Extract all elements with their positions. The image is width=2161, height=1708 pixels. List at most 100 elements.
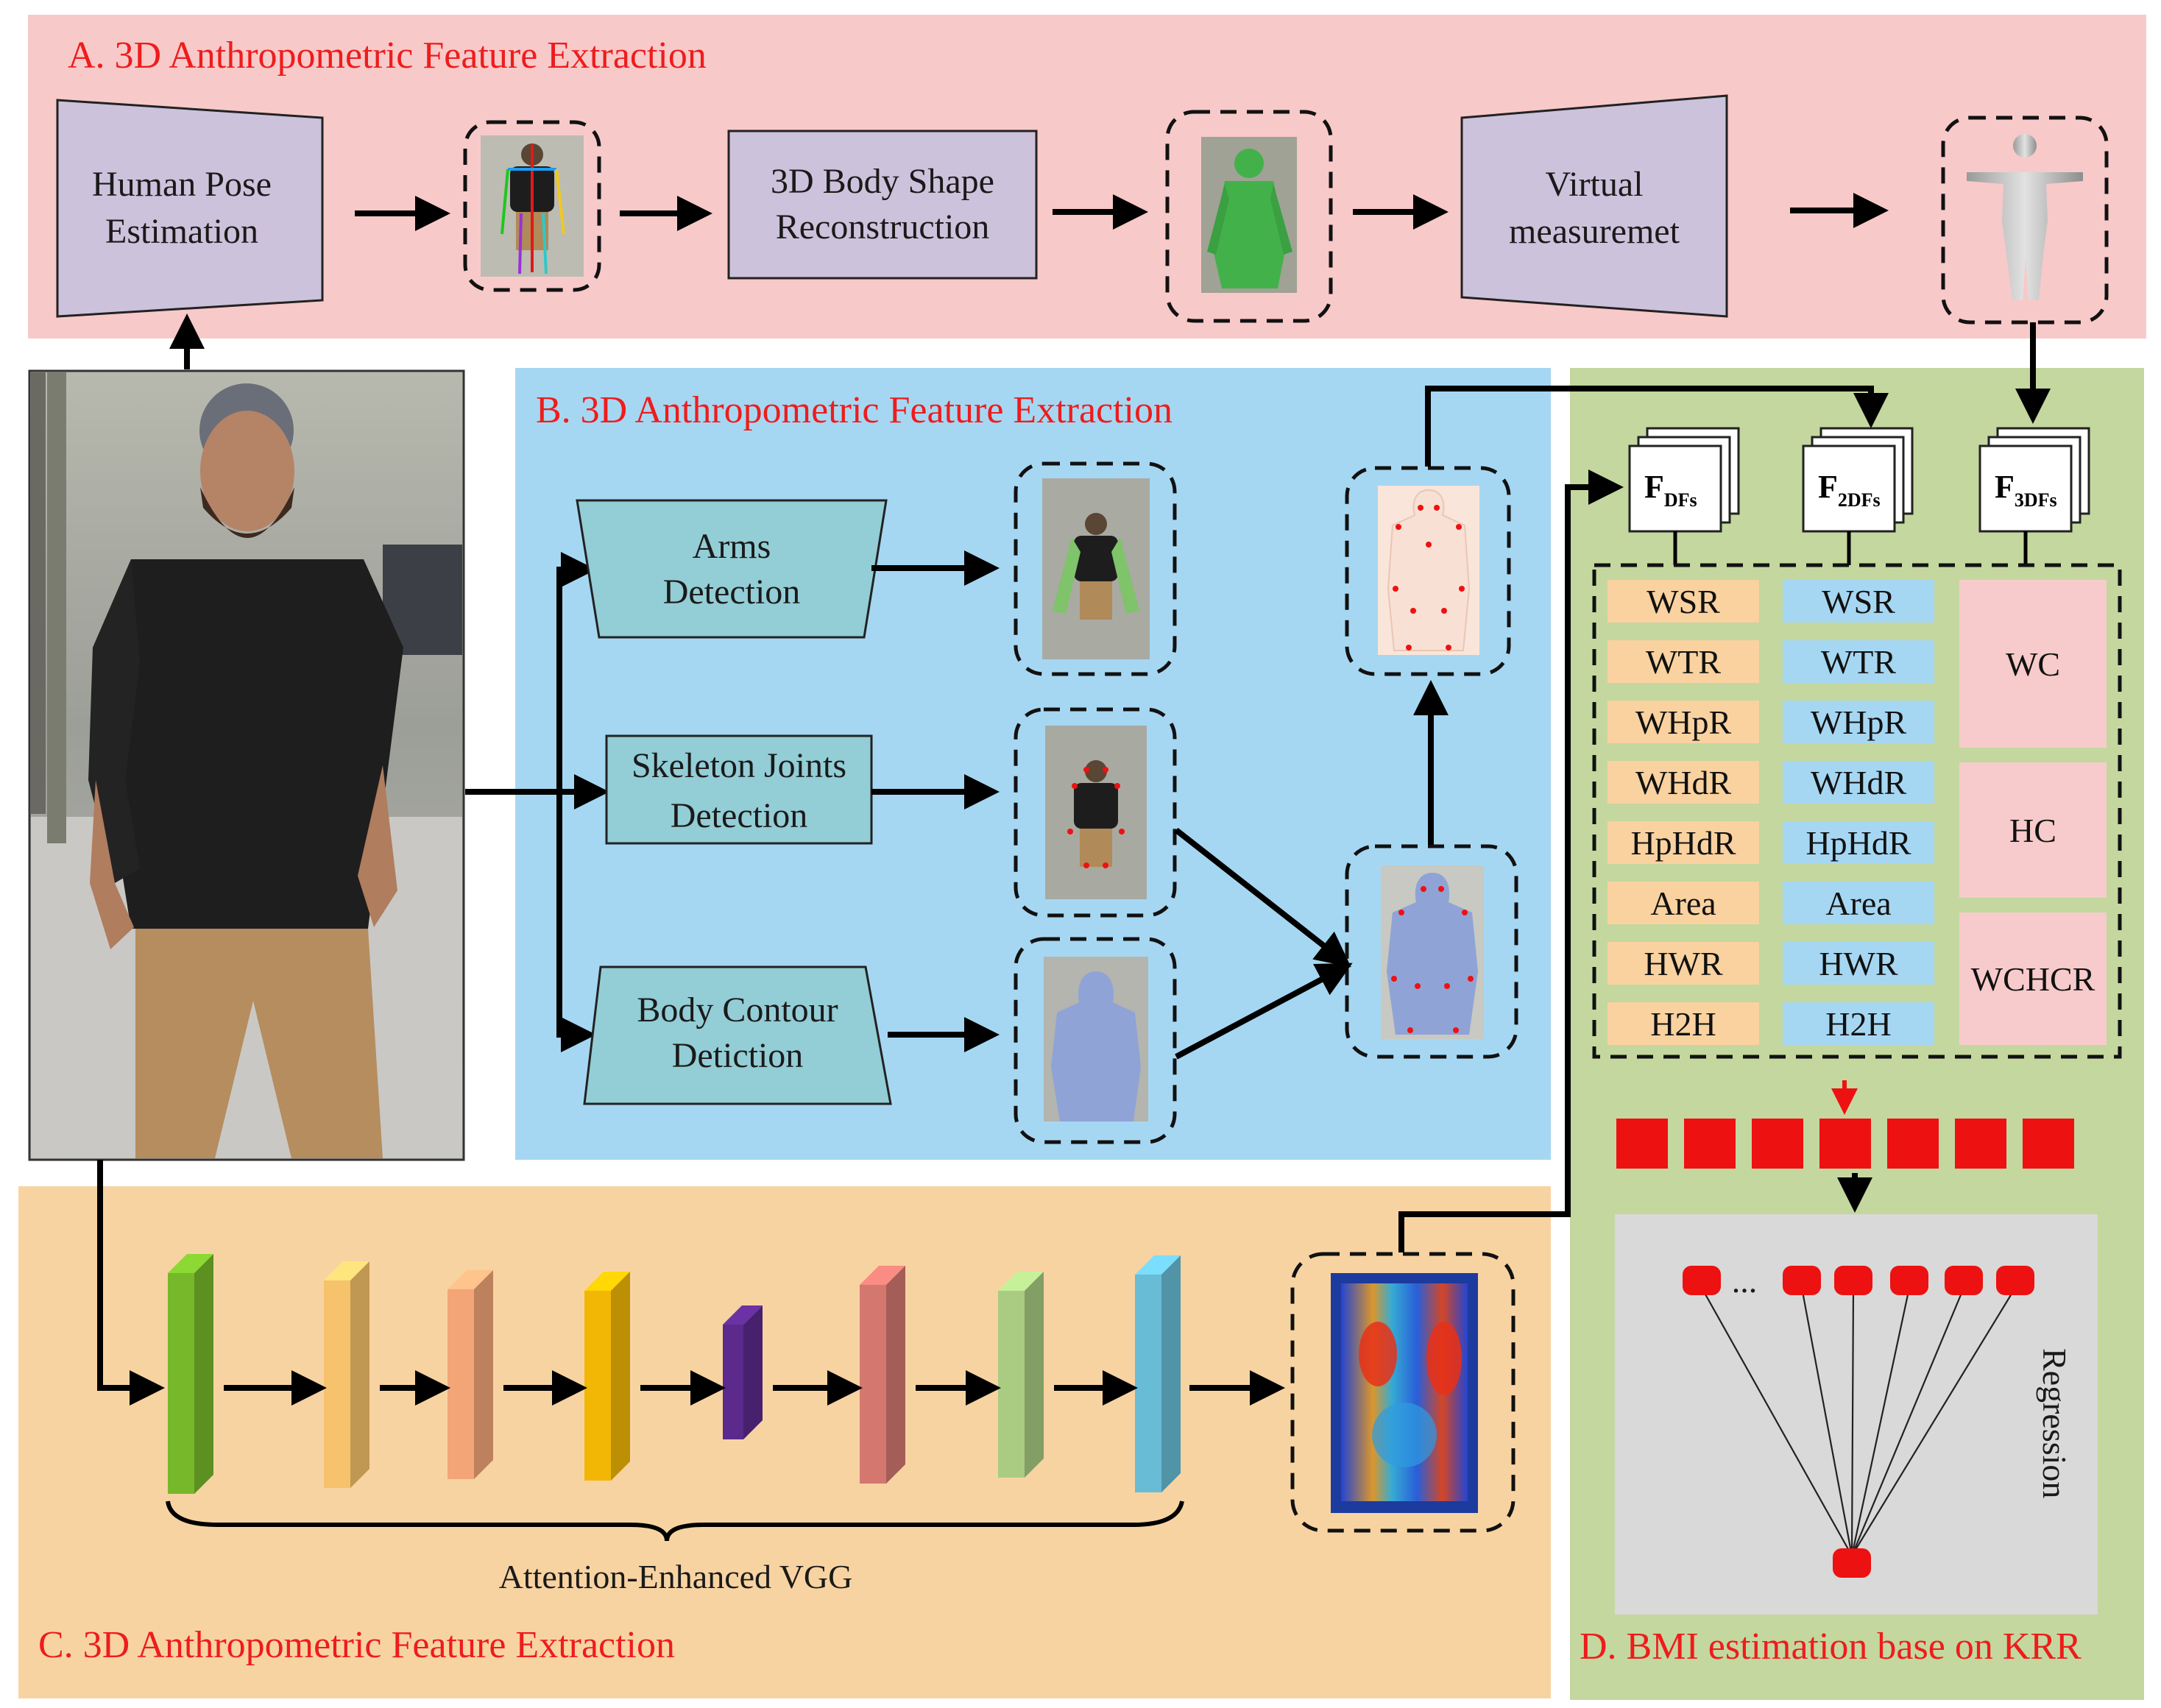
arrow-photo-to-vgg [97,1160,165,1406]
feature-set-3: F3DFs [1978,427,2090,565]
dfs-cell-8: H2H [1608,1002,1759,1045]
panel-b-title: B. 3D Anthropometric Feature Extraction [536,389,1173,431]
contour-joints-thumbnail [1381,865,1484,1039]
nn-input-node-4 [1890,1266,1928,1295]
arrow-skeleton-to-fuse [1174,827,1351,968]
f2dfs-cell-4: WHdR [1783,761,1934,804]
attention-heatmap-thumbnail [1331,1273,1478,1513]
skeleton-label-line1: Skeleton Joints [632,746,846,785]
nn-edge-4 [1850,1287,1911,1556]
vgg-layer-1 [168,1254,213,1494]
nn-input-node-6 [1996,1266,2034,1295]
virtual-label-line2: measuremet [1509,212,1680,251]
recon-label-line1: 3D Body Shape [771,162,994,201]
human-pose-estimation-module [56,99,324,318]
nn-edge-1 [1701,1287,1853,1556]
feature-vector-cell-2 [1684,1119,1736,1169]
svg-text:WHdR: WHdR [1635,764,1732,801]
nn-output-node [1833,1548,1871,1578]
pose-keypoints-frame [463,120,601,292]
feature-vector-cell-3 [1752,1119,1803,1169]
f2dfs-cell-2: WTR [1783,640,1934,683]
arrow-photo-to-contour [556,792,596,1052]
vgg-layer-7 [998,1272,1044,1478]
vgg-layer-8 [1135,1255,1181,1492]
panel-a-title: A. 3D Anthropometric Feature Extraction [68,35,707,77]
nn-input-node-1 [1683,1266,1721,1295]
svg-text:WHpR: WHpR [1635,704,1732,741]
vgg-layer-6 [860,1266,905,1484]
svg-text:HpHdR: HpHdR [1805,824,1911,862]
feature-vector-cell-4 [1819,1119,1871,1169]
contour-label-line1: Body Contour [637,991,838,1030]
svg-text:WHdR: WHdR [1811,764,1907,801]
dfs-cell-3: WHpR [1608,701,1759,743]
feature-vector-cell-6 [1955,1119,2006,1169]
pose-label-line1: Human Pose [92,165,272,204]
dfs-cell-4: WHdR [1608,761,1759,804]
nn-input-node-2 [1783,1266,1821,1295]
fused-landmarks-frame [1345,466,1511,676]
dfs-cell-6: Area [1608,882,1759,924]
vgg-layer-5 [723,1305,763,1439]
svg-text:HpHdR: HpHdR [1630,824,1736,862]
attention-heatmap-frame [1290,1252,1515,1533]
feature-vector-cell-5 [1887,1119,1939,1169]
feature-set-2: F2DFs [1802,427,1914,565]
input-person-photo [28,369,465,1161]
vgg-layer-2 [324,1261,369,1488]
dfs-cell-2: WTR [1608,640,1759,683]
regression-label: Regression [2036,1348,2073,1498]
dfs-cell-5: HpHdR [1608,821,1759,864]
f2dfs-cell-1: WSR [1783,580,1934,623]
pose-keypoints-thumbnail [481,135,584,277]
smpl-mesh-frame [1165,110,1333,323]
feature-vector-cell-7 [2023,1119,2074,1169]
nn-ellipsis: ... [1732,1262,1758,1300]
contour-result-thumbnail [1044,957,1148,1121]
f2dfs-cell-6: Area [1783,882,1934,924]
arrow-contour-to-fuse [1175,963,1353,1060]
svg-text:WSR: WSR [1822,583,1895,620]
skeleton-detection-module [605,734,873,845]
svg-text:WTR: WTR [1646,643,1722,681]
arrow-landmarks-to-f2dfs [1425,386,1889,467]
f3dfs-cell-2: HC [1959,762,2107,898]
vgg-layer-3 [448,1270,493,1479]
virtual-measurement-module [1460,94,1728,318]
svg-text:H2H: H2H [1650,1005,1716,1043]
svg-text:WC: WC [2006,645,2060,683]
fused-landmarks-thumbnail [1378,486,1479,655]
svg-text:WCHCR: WCHCR [1971,960,2095,998]
panel-d-title: D. BMI estimation base on KRR [1580,1626,2082,1668]
panel-c-title: C. 3D Anthropometric Feature Extraction [38,1624,675,1666]
f3dfs-cell-3: WCHCR [1959,913,2107,1045]
regression-network [1683,1266,2034,1578]
panel-c-background [18,1186,1551,1698]
vgg-label: Attention-Enhanced VGG [499,1558,853,1595]
arms-label-line2: Detection [663,573,801,612]
f2dfs-cell-3: WHpR [1783,701,1934,743]
svg-text:HWR: HWR [1644,945,1723,982]
3d-body-model-thumbnail [1967,134,2083,300]
f2dfs-cell-7: HWR [1783,942,1934,985]
skeleton-result-thumbnail [1045,726,1147,899]
svg-text:Area: Area [1825,885,1891,922]
nn-edge-2 [1800,1287,1853,1556]
svg-text:WSR: WSR [1647,583,1720,620]
virtual-label-line1: Virtual [1545,165,1643,204]
nn-edge-5 [1850,1287,1965,1556]
dfs-cell-1: WSR [1608,580,1759,623]
pose-label-line2: Estimation [105,212,258,251]
arms-detection-module [576,499,888,639]
skeleton-result-frame [1014,707,1177,918]
3d-body-model-frame [1941,116,2109,325]
svg-text:WHpR: WHpR [1811,704,1907,741]
arms-label-line1: Arms [693,527,771,566]
body-contour-detection-module [583,965,892,1105]
svg-text:H2H: H2H [1825,1005,1891,1043]
arrow-heatmap-to-fdfs [1398,469,1624,1252]
f2dfs-cell-8: H2H [1783,1002,1934,1045]
smpl-mesh-thumbnail [1201,137,1297,293]
